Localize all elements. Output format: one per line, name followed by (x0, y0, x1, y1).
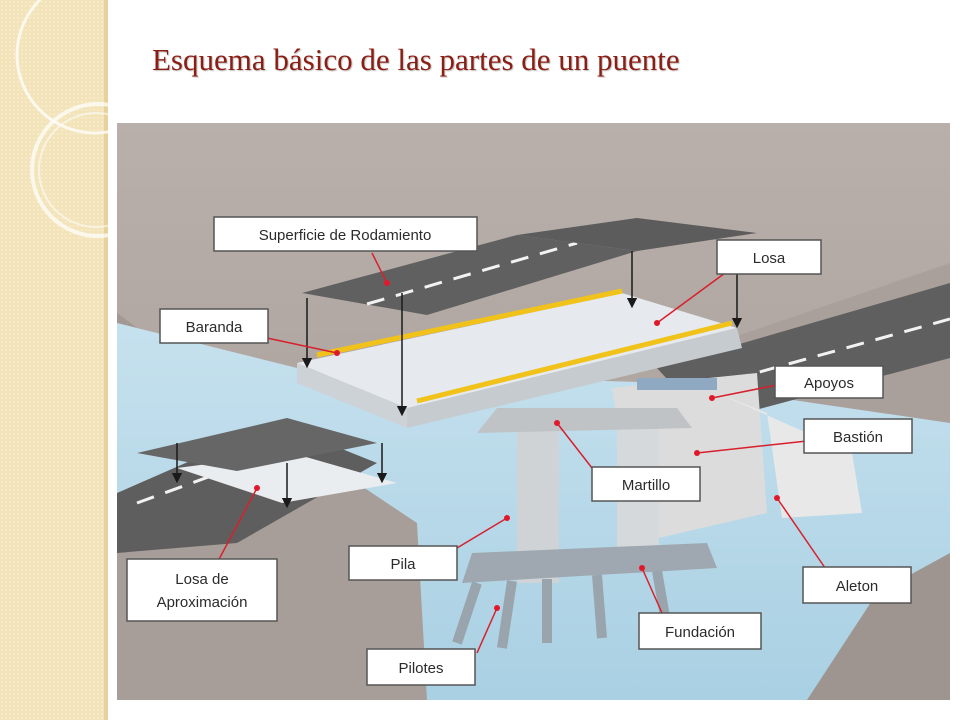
label-fundacion-text: Fundación (665, 624, 735, 641)
label-pilotes: Pilotes (366, 648, 476, 686)
label-apoyos: Apoyos (774, 365, 884, 399)
label-martillo-text: Martillo (622, 477, 670, 494)
deck-slab-side (297, 363, 407, 428)
piles (452, 570, 672, 649)
label-losa-aproximacion: Losa de Aproximación (126, 558, 278, 622)
railing-back (316, 288, 623, 358)
label-superficie-text: Superficie de Rodamiento (259, 227, 432, 244)
label-losa: Losa (716, 239, 822, 275)
label-pilotes-text: Pilotes (398, 660, 443, 677)
label-losa-text: Losa (753, 250, 786, 267)
label-superficie: Superficie de Rodamiento (213, 216, 478, 252)
label-losa-aprox-line2: Aproximación (157, 594, 248, 611)
callout-lines (216, 252, 833, 654)
label-bastion-text: Bastión (833, 429, 883, 446)
label-martillo: Martillo (591, 466, 701, 502)
bridge-diagram: Superficie de Rodamiento Losa Baranda Ap… (117, 123, 950, 700)
deck-slab-front (407, 328, 742, 428)
sidebar-edge (104, 0, 108, 720)
label-pila-text: Pila (390, 556, 416, 573)
callout-markers (254, 280, 780, 611)
label-apoyos-text: Apoyos (804, 375, 854, 392)
label-pila: Pila (348, 545, 458, 581)
label-bastion: Bastión (803, 418, 913, 454)
label-aleton-text: Aleton (836, 578, 879, 595)
bearings (637, 378, 717, 390)
hammerhead (477, 408, 692, 433)
label-baranda: Baranda (159, 308, 269, 344)
road-surface-exploded-2 (517, 218, 757, 251)
railing-front (416, 320, 733, 404)
wing-wall (717, 393, 862, 518)
deck-slab-top (297, 293, 737, 408)
page-title: Esquema básico de las partes de un puent… (152, 42, 680, 77)
label-baranda-text: Baranda (186, 319, 243, 336)
river-bank-right (807, 553, 950, 700)
approach-exploded (137, 418, 377, 471)
foundation (462, 543, 717, 583)
label-aleton: Aleton (802, 566, 912, 604)
label-losa-aprox-line1: Losa de (175, 571, 228, 588)
label-fundacion: Fundación (638, 612, 762, 650)
